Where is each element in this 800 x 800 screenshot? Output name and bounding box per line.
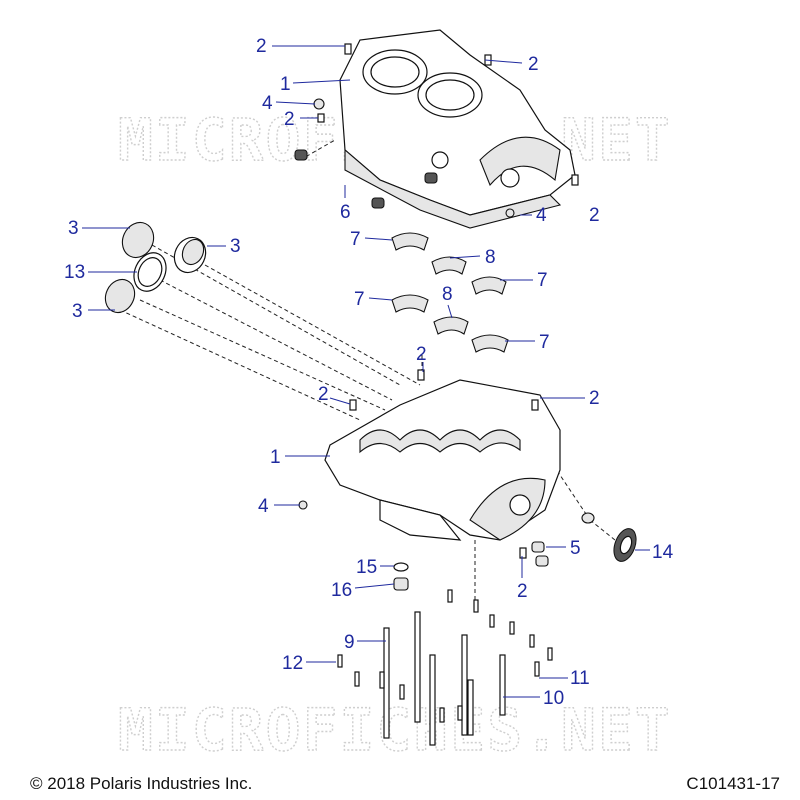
callout-4: 4 [258,496,269,517]
callout-7: 7 [537,270,548,291]
callout-3: 3 [72,301,83,322]
callout-6: 6 [340,202,351,223]
callout-14: 14 [652,542,674,563]
assembly-lines [119,139,616,610]
bearing-shells [391,232,509,353]
bolts [337,589,553,746]
callout-2: 2 [589,205,600,226]
callout-15: 15 [356,557,377,578]
callout-2: 2 [318,384,329,405]
callout-1: 1 [270,447,281,468]
callout-11: 11 [570,668,590,689]
callout-2: 2 [284,109,295,130]
callout-16: 16 [331,580,352,601]
watermark-bottom: MICROFICHES.NET [118,696,672,764]
callout-2: 2 [517,581,528,602]
callout-2: 2 [589,388,600,409]
upper-crankcase [339,29,576,229]
callout-2: 2 [256,36,267,57]
drain-plug [393,562,409,591]
seals [104,221,207,314]
callout-5: 5 [570,538,581,559]
callout-4: 4 [262,93,273,114]
callout-8: 8 [485,247,496,268]
callout-3: 3 [68,218,79,239]
figure-id-text: C101431-17 [686,774,780,793]
callout-10: 10 [543,688,564,709]
callout-7: 7 [354,289,365,310]
callout-1: 1 [280,74,291,95]
callout-7: 7 [539,332,550,353]
callout-12: 12 [282,653,303,674]
leader-lines [82,45,650,698]
callout-4: 4 [536,205,547,226]
side-parts [531,512,637,567]
callout-9: 9 [344,632,355,653]
callout-2: 2 [528,54,539,75]
lower-crankcase [298,369,561,559]
copyright-text: © 2018 Polaris Industries Inc. [30,774,253,793]
callout-2: 2 [416,344,427,365]
callout-13: 13 [64,262,85,283]
callout-8: 8 [442,284,453,305]
callout-7: 7 [350,229,361,250]
callout-3: 3 [230,236,241,257]
callout-labels: 2 1 4 2 2 6 4 2 3 3 13 3 7 8 7 7 8 7 2 2… [64,36,674,709]
